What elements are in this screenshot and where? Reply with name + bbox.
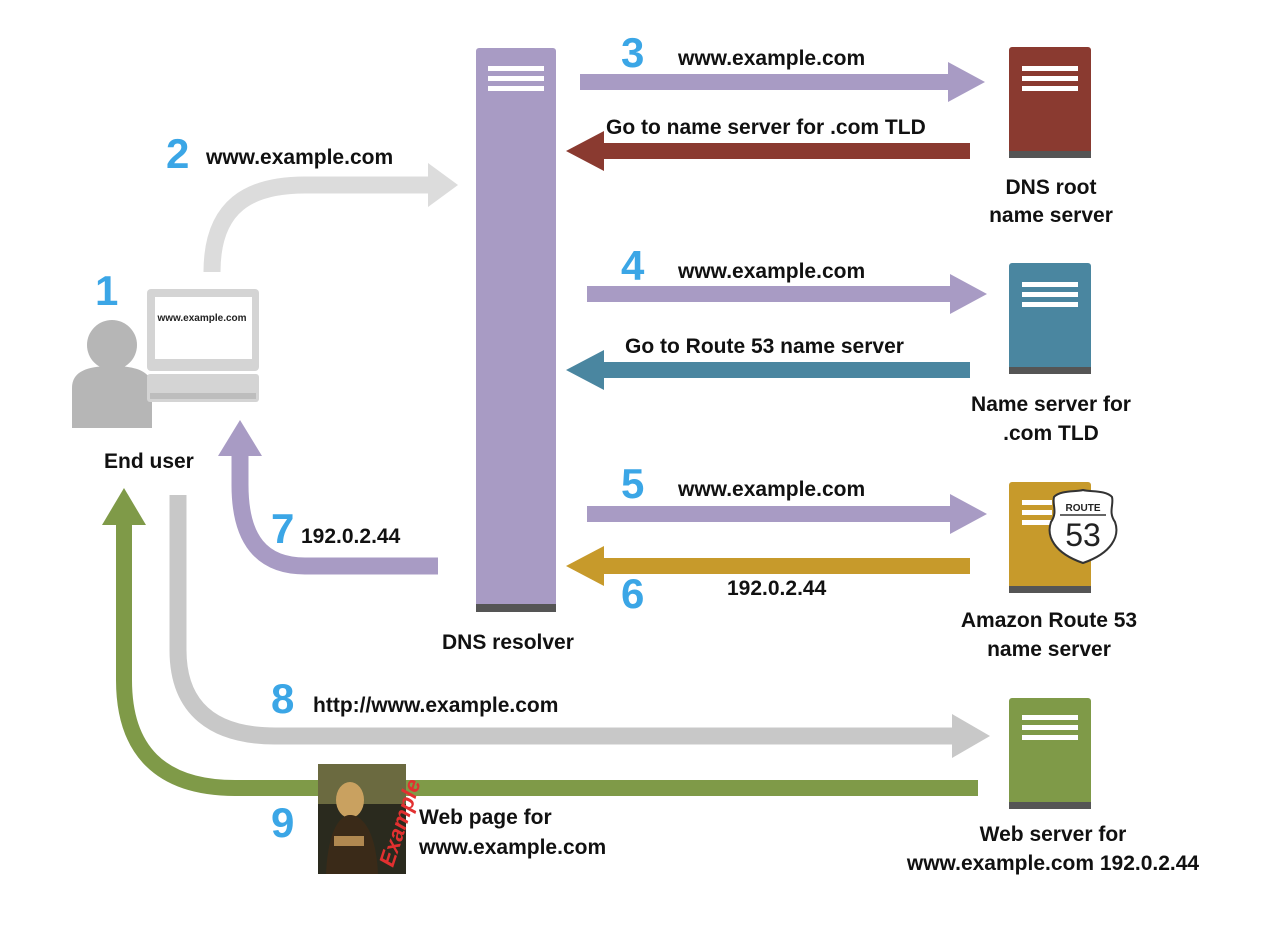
- root-label-line2: name server: [989, 204, 1113, 227]
- web-label-line1: Web server for: [980, 823, 1127, 846]
- step-3-label: www.example.com: [677, 47, 865, 70]
- step-5-number: 5: [621, 460, 644, 507]
- step-5-label: www.example.com: [677, 478, 865, 501]
- arrow-step5: [587, 494, 987, 534]
- route53-badge-top: ROUTE: [1066, 503, 1101, 514]
- arrow-step3: [580, 62, 985, 102]
- step-7-number: 7: [271, 505, 294, 552]
- step-8-label: http://www.example.com: [313, 694, 558, 717]
- step-2-number: 2: [166, 130, 189, 177]
- root-reply-label: Go to name server for .com TLD: [606, 116, 926, 139]
- route53-label-line1: Amazon Route 53: [961, 609, 1137, 632]
- end-user-label: End user: [104, 450, 194, 473]
- step-2-label: www.example.com: [205, 146, 393, 169]
- tld-label-line1: Name server for: [971, 393, 1131, 416]
- step-9-label-line1: Web page for: [419, 806, 552, 829]
- tld-reply-label: Go to Route 53 name server: [625, 335, 904, 358]
- step-4-label: www.example.com: [677, 260, 865, 283]
- arrow-step2: [203, 163, 458, 273]
- arrow-step8: [169, 495, 990, 758]
- tld-label-line2: .com TLD: [1003, 422, 1099, 445]
- step-4-number: 4: [621, 242, 645, 289]
- screen-url-text: www.example.com: [156, 313, 246, 324]
- web-page-thumbnail: Example: [318, 764, 426, 874]
- arrow-step9: [102, 488, 978, 796]
- web-label-line2: www.example.com 192.0.2.44: [906, 852, 1200, 875]
- step-3-number: 3: [621, 29, 644, 76]
- arrow-step6: [566, 546, 970, 586]
- step-6-number: 6: [621, 570, 644, 617]
- root-label-line1: DNS root: [1006, 176, 1097, 199]
- route53-badge-num: 53: [1065, 517, 1101, 553]
- root-server-icon: [1009, 47, 1091, 158]
- route53-label-line2: name server: [987, 638, 1111, 661]
- step-9-number: 9: [271, 799, 294, 846]
- arrow-root-reply: [566, 131, 970, 171]
- step-6-label: 192.0.2.44: [727, 577, 827, 600]
- server-tower-icon: [476, 48, 556, 612]
- tld-server-icon: [1009, 263, 1091, 374]
- arrow-tld-reply: [566, 350, 970, 390]
- step-1-number: 1: [95, 267, 118, 314]
- arrow-step7: [218, 420, 438, 575]
- step-7-label: 192.0.2.44: [301, 525, 401, 548]
- web-server-icon: [1009, 698, 1091, 809]
- dns-resolver-label: DNS resolver: [442, 631, 574, 654]
- user-computer-icon: [72, 289, 259, 428]
- arrow-step4: [587, 274, 987, 314]
- step-8-number: 8: [271, 675, 294, 722]
- step-9-label-line2: www.example.com: [418, 836, 606, 859]
- route53-shield-icon: [1048, 488, 1118, 565]
